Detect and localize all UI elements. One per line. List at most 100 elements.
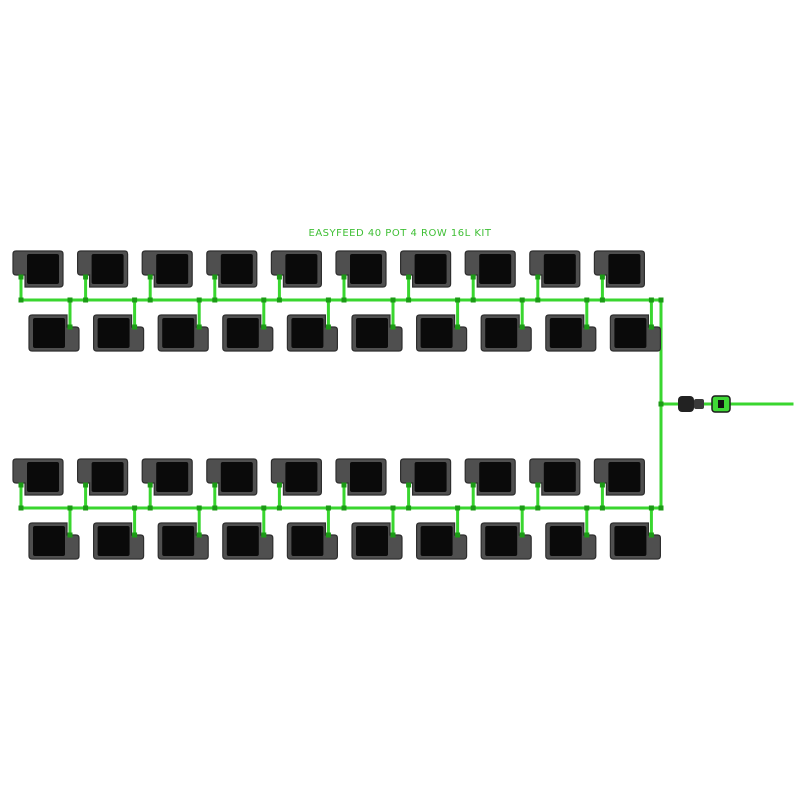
pot-row1-7 xyxy=(400,250,452,288)
drip-emitter xyxy=(261,532,267,538)
drip-emitter xyxy=(470,274,476,280)
tee-connector xyxy=(132,297,138,303)
drip-emitter xyxy=(455,324,461,330)
pot-opening xyxy=(485,318,518,348)
drip-emitter xyxy=(212,274,218,280)
tee-connector xyxy=(83,297,89,303)
pot-opening xyxy=(420,526,453,556)
drip-emitter xyxy=(390,324,396,330)
tee-connector xyxy=(519,297,525,303)
pot-row2-4 xyxy=(222,314,274,352)
drip-emitter xyxy=(83,274,89,280)
tee-connector xyxy=(390,505,396,511)
drip-emitter xyxy=(390,532,396,538)
diagram-title: EASYFEED 40 POT 4 ROW 16L KIT xyxy=(309,228,492,239)
pot-opening xyxy=(485,526,518,556)
pot-opening xyxy=(356,318,388,348)
tee-connector xyxy=(599,297,605,303)
tubing-layer xyxy=(19,277,794,537)
pot-row1-3 xyxy=(141,250,193,288)
pot-opening xyxy=(156,254,189,284)
drip-emitter xyxy=(83,482,89,488)
tee-connector xyxy=(341,505,347,511)
pot-opening xyxy=(27,254,59,284)
tee-connector xyxy=(325,297,331,303)
drip-emitter xyxy=(196,532,202,538)
pot-row4-2 xyxy=(93,522,145,560)
drip-emitter xyxy=(132,532,138,538)
tee-connector xyxy=(132,505,138,511)
tee-connector xyxy=(147,505,153,511)
pot-opening xyxy=(414,254,447,284)
pots-layer xyxy=(12,250,661,560)
drip-emitter xyxy=(519,532,525,538)
pot-opening xyxy=(356,526,388,556)
tee-connector xyxy=(535,505,541,511)
drip-emitter xyxy=(406,482,412,488)
tee-connector xyxy=(455,505,461,511)
tee-connector xyxy=(658,401,664,407)
tee-connector xyxy=(18,297,24,303)
tee-connector xyxy=(67,297,73,303)
tee-connector xyxy=(212,297,218,303)
pot-opening xyxy=(97,526,130,556)
pot-row2-6 xyxy=(351,314,403,352)
pot-opening xyxy=(91,254,124,284)
pot-opening xyxy=(27,462,59,492)
pot-opening xyxy=(614,318,647,348)
tee-connector xyxy=(648,505,654,511)
pot-opening xyxy=(614,526,647,556)
pot-opening xyxy=(608,254,641,284)
pot-row1-9 xyxy=(529,250,581,288)
pot-opening xyxy=(97,318,130,348)
drip-emitter xyxy=(147,274,153,280)
drip-emitter xyxy=(648,324,654,330)
pot-opening xyxy=(291,526,324,556)
tee-connector xyxy=(147,297,153,303)
hose-connector-fitting xyxy=(678,396,694,412)
pot-opening xyxy=(285,254,318,284)
pot-row1-6 xyxy=(335,250,387,288)
pot-opening xyxy=(543,254,576,284)
tee-connector xyxy=(390,297,396,303)
tee-connector xyxy=(83,505,89,511)
tee-connector xyxy=(341,297,347,303)
pot-row4-4 xyxy=(222,522,274,560)
drip-emitter xyxy=(584,324,590,330)
drip-emitter xyxy=(599,274,605,280)
drip-emitter xyxy=(132,324,138,330)
pot-opening xyxy=(291,318,324,348)
drip-emitter xyxy=(325,532,331,538)
pot-row4-10 xyxy=(609,522,661,560)
pot-row4-5 xyxy=(286,522,338,560)
pot-row4-8 xyxy=(480,522,532,560)
tee-connector xyxy=(599,505,605,511)
drip-emitter xyxy=(455,532,461,538)
pot-row1-8 xyxy=(464,250,516,288)
drip-emitter xyxy=(212,482,218,488)
drip-emitter xyxy=(18,482,24,488)
pot-row3-10 xyxy=(593,458,645,496)
pot-opening xyxy=(549,318,582,348)
pot-opening xyxy=(33,526,65,556)
pot-row2-5 xyxy=(286,314,338,352)
tee-connector xyxy=(584,505,590,511)
tee-connector xyxy=(455,297,461,303)
pot-row2-2 xyxy=(93,314,145,352)
pot-row2-7 xyxy=(416,314,468,352)
tee-connector xyxy=(470,297,476,303)
pot-opening xyxy=(350,462,382,492)
tee-connector xyxy=(648,297,654,303)
pot-row3-6 xyxy=(335,458,387,496)
pot-row4-1 xyxy=(28,522,80,560)
tee-connector xyxy=(535,297,541,303)
tee-connector xyxy=(261,297,267,303)
pot-row2-1 xyxy=(28,314,80,352)
drip-emitter xyxy=(67,532,73,538)
fittings-layer xyxy=(18,274,731,538)
pot-opening xyxy=(91,462,124,492)
drip-emitter xyxy=(519,324,525,330)
drip-emitter xyxy=(67,324,73,330)
drip-emitter xyxy=(648,532,654,538)
tee-connector xyxy=(519,505,525,511)
